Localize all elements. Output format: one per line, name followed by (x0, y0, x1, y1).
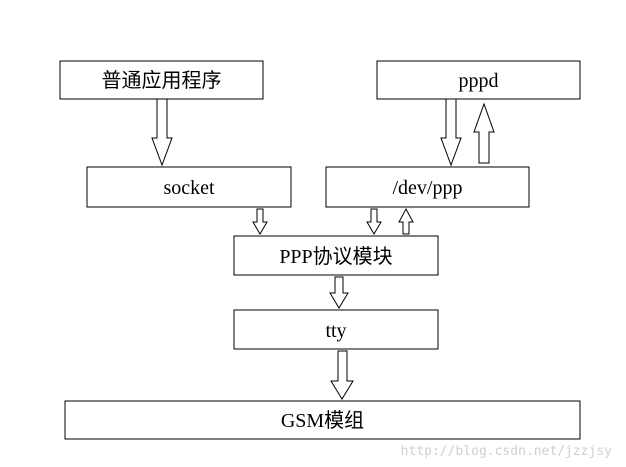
arrow-app-to-socket (151, 98, 173, 167)
node-devppp: /dev/ppp (325, 166, 530, 208)
arrow-ppp-to-devppp (398, 207, 414, 235)
node-ppp-label: PPP协议模块 (279, 245, 392, 268)
arrow-ppp-to-tty (329, 276, 349, 309)
node-gsm-label: GSM模组 (281, 409, 364, 432)
node-pppd: pppd (376, 60, 581, 100)
node-pppd-label: pppd (459, 70, 499, 92)
watermark-text: http://blog.csdn.net/jzzjsy (401, 444, 612, 459)
node-socket-label: socket (163, 177, 215, 199)
arrow-tty-to-gsm (330, 350, 354, 400)
arrow-devppp-to-pppd (473, 102, 495, 164)
arrow-socket-to-ppp (252, 208, 268, 235)
node-devppp-label: /dev/ppp (393, 177, 463, 199)
node-app-label: 普通应用程序 (102, 69, 222, 92)
node-tty: tty (233, 309, 439, 350)
node-ppp: PPP协议模块 (233, 235, 439, 276)
node-socket: socket (86, 166, 292, 208)
arrow-pppd-to-devppp (440, 98, 462, 167)
node-tty-label: tty (325, 320, 346, 342)
arrow-devppp-to-ppp (366, 208, 382, 235)
node-app: 普通应用程序 (59, 60, 264, 100)
node-gsm: GSM模组 (64, 400, 581, 440)
